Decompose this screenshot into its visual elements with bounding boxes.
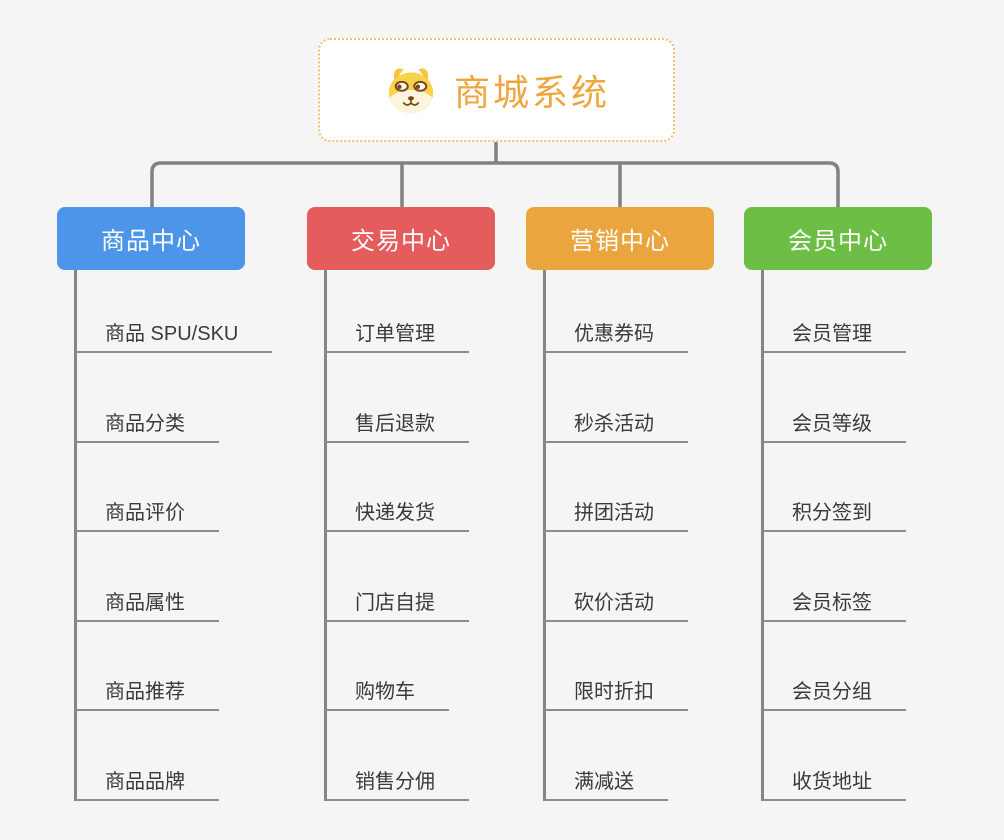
root-node[interactable]: 商城系统	[318, 38, 675, 142]
branch-header-member[interactable]: 会员中心	[744, 207, 932, 270]
leaf-node[interactable]: 商品分类	[75, 409, 219, 443]
leaf-node[interactable]: 限时折扣	[544, 677, 688, 711]
leaf-node[interactable]: 收货地址	[762, 767, 906, 801]
leaf-node[interactable]: 订单管理	[325, 319, 469, 353]
branch-header-label: 会员中心	[788, 228, 888, 255]
leaf-node[interactable]: 商品评价	[75, 498, 219, 532]
leaf-node[interactable]: 商品品牌	[75, 767, 219, 801]
leaf-node[interactable]: 砍价活动	[544, 588, 688, 622]
leaf-node[interactable]: 门店自提	[325, 588, 469, 622]
leaf-node[interactable]: 售后退款	[325, 409, 469, 443]
root-title: 商城系统	[453, 72, 610, 113]
leaf-node[interactable]: 会员标签	[762, 588, 906, 622]
leaf-node[interactable]: 满减送	[544, 767, 668, 801]
branch-header-marketing[interactable]: 营销中心	[526, 207, 714, 270]
leaf-node[interactable]: 销售分佣	[325, 767, 469, 801]
shiba-dog-icon	[388, 68, 434, 114]
leaf-node[interactable]: 会员分组	[762, 677, 906, 711]
branch-rail-line	[150, 161, 840, 207]
leaf-node[interactable]: 会员等级	[762, 409, 906, 443]
leaf-node[interactable]: 拼团活动	[544, 498, 688, 532]
leaf-node[interactable]: 商品 SPU/SKU	[75, 319, 273, 353]
branch-header-trade[interactable]: 交易中心	[307, 207, 495, 270]
leaf-node[interactable]: 秒杀活动	[544, 409, 688, 443]
leaf-node[interactable]: 商品推荐	[75, 677, 219, 711]
branch-header-label: 营销中心	[570, 228, 670, 255]
branch-header-product[interactable]: 商品中心	[57, 207, 245, 270]
leaf-node[interactable]: 快递发货	[325, 498, 469, 532]
leaf-node[interactable]: 购物车	[325, 677, 449, 711]
branch-header-label: 商品中心	[101, 228, 201, 255]
branch-header-label: 交易中心	[351, 228, 451, 255]
leaf-node[interactable]: 积分签到	[762, 498, 906, 532]
leaf-node[interactable]: 会员管理	[762, 319, 906, 353]
leaf-node[interactable]: 优惠券码	[544, 319, 688, 353]
leaf-node[interactable]: 商品属性	[75, 588, 219, 622]
